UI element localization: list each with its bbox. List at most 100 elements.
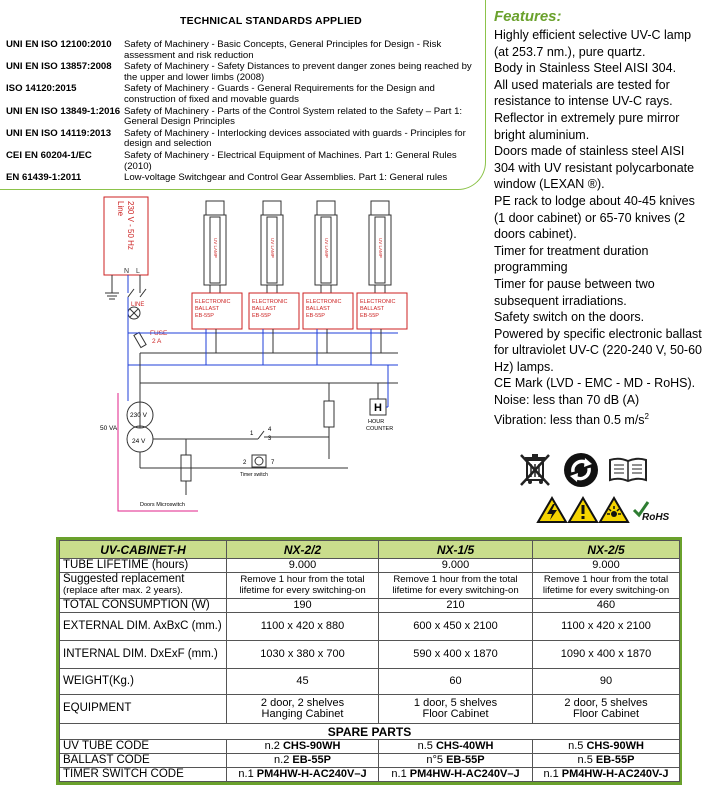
feature-item: CE Mark (LVD - EMC - MD - RoHS). [494, 376, 696, 391]
svg-text:BALLAST: BALLAST [360, 306, 385, 312]
fuse-label-2: 2 A [152, 338, 162, 345]
feature-item: All used materials are tested for resist… [494, 77, 673, 109]
standard-code: EN 61439-1:2011 [6, 172, 82, 184]
recycle-icon [563, 452, 599, 488]
table-cell: 90 [532, 667, 680, 695]
contact-4: 4 [268, 427, 272, 433]
spare-code: CHS-40WH [435, 740, 494, 753]
rohs-badge-icon: RoHS [632, 498, 674, 524]
standard-description: Safety of Machinery - Interlocking devic… [124, 127, 466, 150]
svg-text:ELECTRONIC: ELECTRONIC [360, 299, 395, 305]
table-cell: 590 x 400 x 1870 [378, 640, 533, 669]
standard-description: Safety of Machinery - Guards - General R… [124, 83, 435, 105]
header-nx-2-5: NX-2/5 [532, 539, 680, 560]
table-cell: 190 [226, 597, 379, 614]
spare-qty: n°5 [426, 754, 447, 767]
spare-cell: n.1 PM4HW-H-AC240V–J [378, 767, 533, 782]
spare-cell: n.1 PM4HW-H-AC240V–J [226, 767, 379, 782]
uv-lamp-4: UV LAMP [368, 200, 392, 286]
feature-item: Timer for treatment duration programming [494, 243, 649, 275]
vibration-sup: 2 [644, 411, 649, 421]
standard-description: Safety of Machinery - Basic Concepts, Ge… [124, 39, 442, 61]
row-label: INTERNAL DIM. DxExF (mm.) [59, 640, 227, 669]
spare-cell: n.5 EB-55P [532, 753, 680, 769]
table-cell: 9.000 [378, 558, 533, 573]
table-row: Suggested replacement(replace after max.… [59, 571, 680, 599]
vibration-feature: Vibration: less than 0.5 m/s2 [494, 409, 706, 429]
line-label-2: 230 V - 50 Hz [126, 201, 135, 250]
line-terminal-box [103, 196, 149, 276]
standard-row: UNI EN ISO 14119:2013 Safety of Machinery… [6, 127, 480, 150]
uv-radiation-warning-icon [598, 496, 630, 524]
svg-text:BALLAST: BALLAST [306, 306, 331, 312]
spare-qty: n.1 [238, 768, 257, 781]
table-cell: Remove 1 hour from the total lifetime fo… [532, 571, 680, 599]
table-cell: 9.000 [532, 558, 680, 573]
svg-text:UV LAMP: UV LAMP [324, 238, 329, 258]
table-cell: 1100 x 420 x 2100 [532, 612, 680, 642]
row-label-text: EXTERNAL DIM. AxBxC (mm.) [63, 620, 222, 633]
svg-text:EB-55P: EB-55P [306, 313, 325, 319]
table-cell: 600 x 450 x 2100 [378, 612, 533, 642]
standard-description: Low-voltage Switchgear and Control Gear … [124, 172, 448, 184]
standard-code: UNI EN ISO 14119:2013 [6, 127, 112, 139]
feature-item: Safety switch on the doors. [494, 310, 645, 325]
spare-qty: n.2 [264, 740, 283, 753]
table-cell: 210 [378, 597, 533, 614]
spare-cell: n.5 CHS-90WH [532, 739, 680, 755]
row-label: TOTAL CONSUMPTION (W) [59, 597, 227, 614]
table-cell: 460 [532, 597, 680, 614]
spare-cell: n.1 PM4HW-H-AC240V-J [532, 767, 680, 782]
timer-switch-box [251, 454, 267, 468]
spare-parts-row: SPARE PARTS [59, 723, 680, 741]
header-model: UV-CABINET-H [59, 539, 227, 560]
svg-text:ELECTRONIC: ELECTRONIC [252, 299, 287, 305]
standard-row: EN 61439-1:2011 Low-voltage Switchgear an… [6, 173, 480, 184]
features-title: Features: [494, 8, 562, 25]
relay-coil [323, 400, 335, 428]
standard-code: UNI EN ISO 13857:2008 [6, 61, 112, 73]
standards-panel: TECHNICAL STANDARDS APPLIED UNI EN ISO 1… [0, 0, 486, 190]
row-label-text: TUBE LIFETIME (hours) [63, 559, 189, 572]
svg-text:ELECTRONIC: ELECTRONIC [195, 299, 230, 305]
transformer-bottom-label: 24 V [132, 438, 146, 445]
svg-text:UV LAMP: UV LAMP [213, 238, 218, 258]
feature-item: Reflector in extremely pure mirror brigh… [494, 110, 680, 142]
uv-lamp-2: UV LAMP [260, 200, 284, 286]
spare-cell: n.2 CHS-90WH [226, 739, 379, 755]
svg-text:EB-55P: EB-55P [252, 313, 271, 319]
hour-counter-label-1: HOUR [368, 419, 384, 425]
row-label: WEIGHT(Kg.) [59, 667, 227, 695]
hour-counter-label-2: COUNTER [366, 426, 393, 432]
rohs-label: RoHS [642, 512, 670, 523]
spare-qty: n.5 [568, 740, 587, 753]
standard-code: CEI EN 60204-1/EC [6, 149, 92, 161]
spare-code: CHS-90WH [586, 740, 644, 753]
feature-item: Powered by specific electronic ballast f… [494, 326, 702, 374]
features-panel: Features: Highly efficient selective UV-… [494, 8, 706, 428]
row-label-sub: (replace after max. 2 years). [63, 585, 183, 597]
svg-text:ELECTRONIC: ELECTRONIC [306, 299, 341, 305]
spare-parts-title: SPARE PARTS [59, 723, 680, 741]
table-row: EXTERNAL DIM. AxBxC (mm.)1100 x 420 x 88… [59, 612, 680, 642]
spare-qty: n.1 [391, 768, 410, 781]
line-lamp-label: LINE [131, 302, 144, 308]
spare-label: TIMER SWITCH CODE [59, 767, 227, 782]
header-nx-2-2: NX-2/2 [226, 539, 379, 560]
standard-code: UNI EN ISO 12100:2010 [6, 39, 112, 50]
feature-item: Doors made of stainless steel AISI 304 w… [494, 144, 695, 192]
table-row: INTERNAL DIM. DxExF (mm.)1030 x 380 x 70… [59, 640, 680, 669]
spare-qty: n.5 [577, 754, 596, 767]
table-cell: 1 door, 5 shelves Floor Cabinet [378, 693, 533, 725]
feature-item: Body in Stainless Steel AISI 304. [494, 61, 677, 76]
svg-text:BALLAST: BALLAST [195, 306, 220, 312]
standard-row: UNI EN ISO 12100:2010 Safety of Machinery… [6, 39, 480, 61]
table-cell: 60 [378, 667, 533, 695]
